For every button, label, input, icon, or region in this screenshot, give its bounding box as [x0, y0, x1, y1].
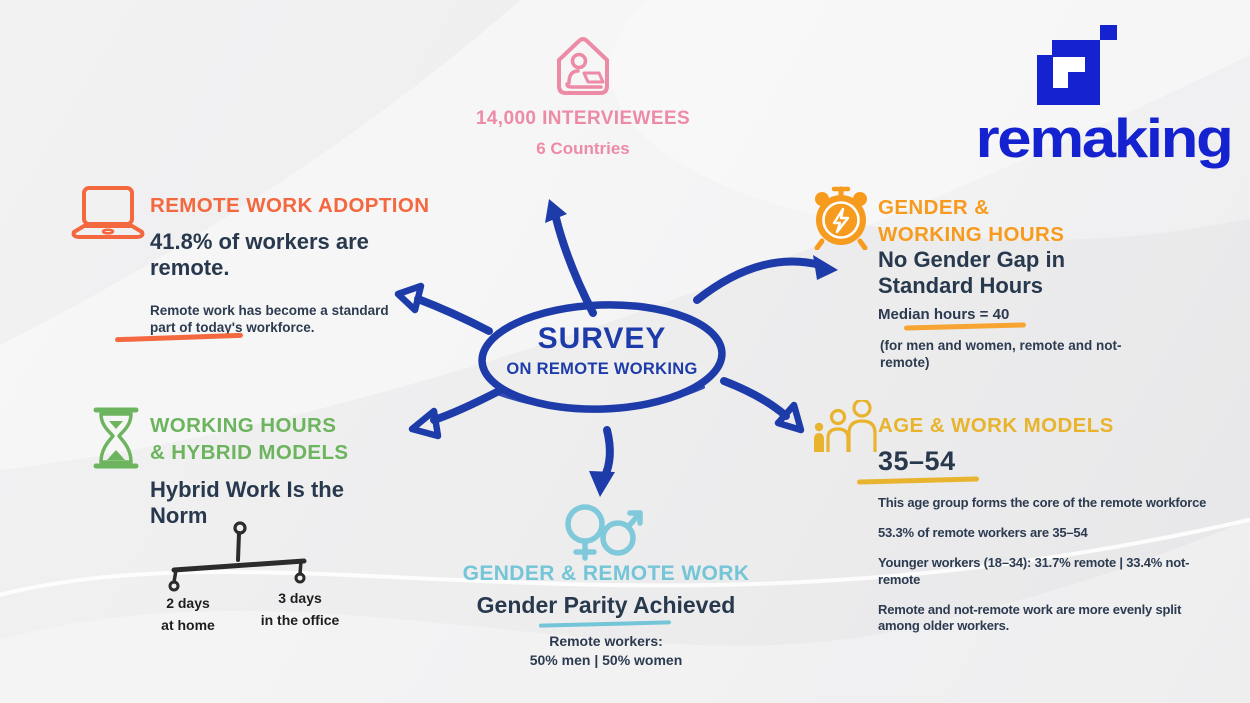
gender-work-underline: [538, 620, 672, 628]
central-node: SURVEY ON REMOTE WORKING: [482, 322, 722, 379]
interviewees-count: 14,000 INTERVIEWEES: [475, 108, 691, 129]
brand-wordmark: remaking: [976, 107, 1234, 169]
adoption-title: REMOTE WORK ADOPTION: [150, 194, 430, 217]
hybrid-title-line2: & HYBRID MODELS: [150, 441, 349, 465]
gender-hours-title-line1: GENDER &: [878, 196, 990, 219]
gender-work-note-line1: Remote workers:: [549, 633, 663, 649]
interviewees-badge: 14,000 INTERVIEWEES 6 Countries: [433, 26, 733, 159]
age-groups-people-icon: [814, 400, 877, 452]
survey-subtitle: ON REMOTE WORKING: [506, 360, 698, 378]
age-headline: 35–54: [878, 446, 956, 476]
hybrid-left-label-line2: at home: [161, 616, 215, 633]
age-paragraph-core: This age group forms the core of the rem…: [878, 495, 1207, 510]
gender-hours-headline: No Gender Gap in Standard Hours: [878, 247, 1066, 298]
age-paragraph-older: Remote and not-remote work are more even…: [878, 601, 1182, 634]
laptop-icon: [71, 186, 145, 239]
gender-work-note: Remote workers: 50% men | 50% women: [445, 632, 767, 670]
gender-hours-title: GENDER & WORKING HOURS: [878, 194, 1064, 248]
survey-title: SURVEY: [537, 322, 667, 355]
age-title: AGE & WORK MODELS: [878, 414, 1114, 437]
hybrid-left-label: 2 days at home: [150, 593, 226, 636]
hybrid-headline: Hybrid Work Is the Norm: [150, 477, 344, 528]
gender-work-title: GENDER & REMOTE WORK: [462, 562, 750, 585]
countries-count: 6 Countries: [536, 139, 630, 158]
arrow-upper-left: [414, 295, 493, 335]
gender-symbols-icon: [565, 504, 643, 561]
arrow-top: [552, 214, 597, 317]
age-paragraph-younger: Younger workers (18–34): 31.7% remote | …: [878, 554, 1190, 587]
hybrid-title-line1: WORKING HOURS: [150, 414, 337, 437]
home-worker-icon: [557, 37, 609, 95]
gender-work-headline: Gender Parity Achieved: [476, 592, 736, 618]
hybrid-title: WORKING HOURS & HYBRID MODELS: [150, 412, 348, 466]
hybrid-right-label-line2: in the office: [260, 611, 340, 628]
gender-hours-note: (for men and women, remote and not-remot…: [880, 338, 1122, 371]
arrow-lower-right: [720, 377, 790, 420]
arrow-upper-right: [693, 257, 824, 304]
remaking-logo-icon: [1037, 25, 1117, 105]
gender-hours-stat: Median hours = 40: [878, 306, 1010, 323]
age-paragraph-share: 53.3% of remote workers are 35–54: [878, 524, 1088, 540]
gender-work-note-line2: 50% men | 50% women: [529, 651, 683, 668]
adoption-underline: [114, 332, 244, 343]
arrow-lower-left: [430, 387, 503, 424]
hourglass-icon: [93, 407, 139, 469]
gender-hours-title-line2: WORKING HOURS: [878, 223, 1065, 247]
hybrid-left-label-line1: 2 days: [166, 595, 210, 611]
arrow-bottom: [600, 426, 614, 482]
adoption-note: Remote work has become a standard part o…: [150, 303, 389, 336]
adoption-headline: 41.8% of workers are remote.: [150, 229, 369, 280]
hybrid-right-label-line1: 3 days: [278, 590, 322, 606]
alarm-clock-icon: [814, 186, 868, 250]
hybrid-right-label: 3 days in the office: [248, 588, 352, 631]
balance-scale-diagram: [168, 521, 307, 592]
age-underline: [856, 476, 980, 485]
gender-hours-underline: [903, 322, 1027, 331]
age-paragraphs: This age group forms the core of the rem…: [878, 495, 1210, 648]
